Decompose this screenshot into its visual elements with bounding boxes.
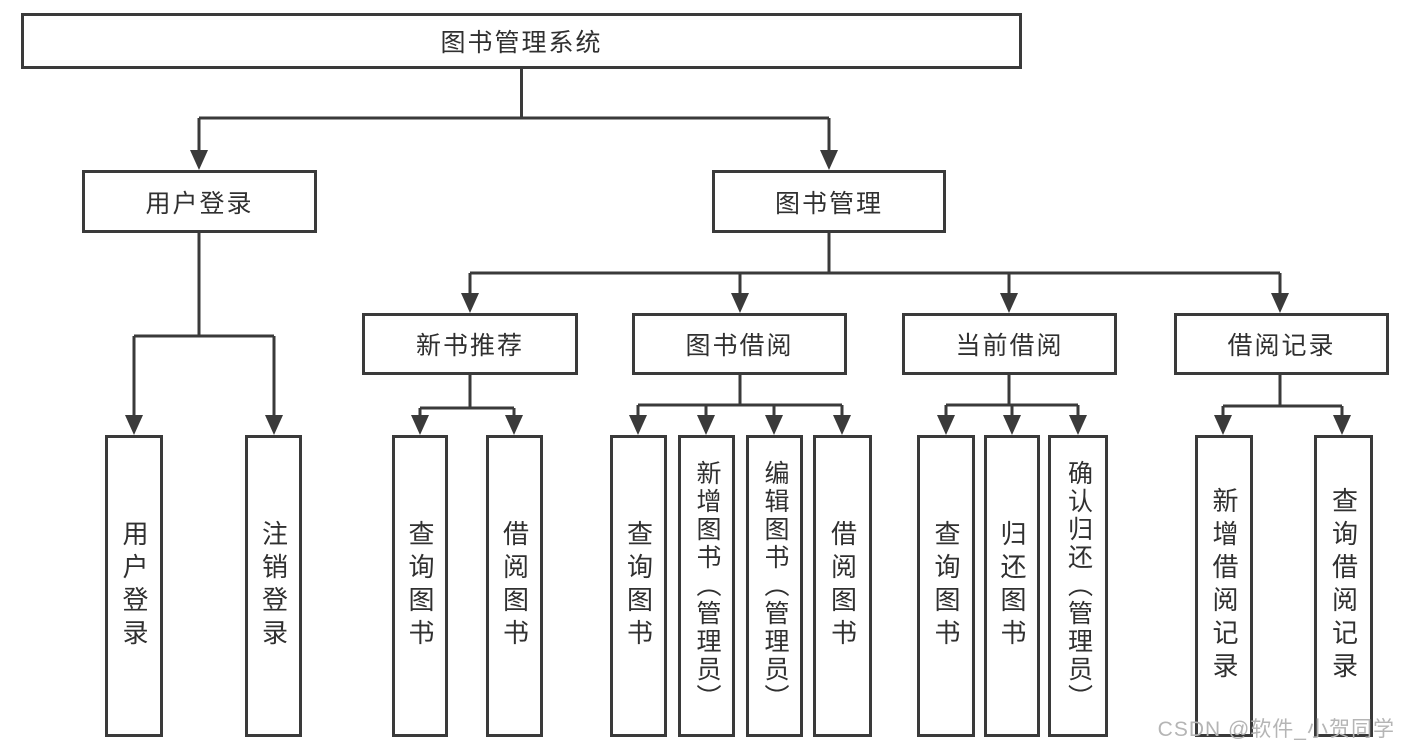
node-label: 新增图书（管理员） — [693, 460, 721, 712]
node-label: 用户登录 — [145, 189, 254, 218]
node-label: 借阅图书 — [499, 520, 530, 652]
node-label: 借阅记录 — [1227, 332, 1336, 360]
leaf-return-book: 归还图书 — [984, 435, 1040, 737]
leaf-borrow-query-book: 查询图书 — [610, 435, 667, 737]
node-label: 查询图书 — [623, 520, 654, 652]
node-label: 新增借阅记录 — [1209, 487, 1239, 685]
node-label: 查询图书 — [405, 520, 435, 652]
node-book-borrow: 图书借阅 — [632, 313, 847, 375]
node-book-management: 图书管理 — [712, 170, 946, 233]
node-current-borrow: 当前借阅 — [902, 313, 1117, 375]
node-label: 当前借阅 — [955, 332, 1064, 360]
leaf-user-login: 用户登录 — [105, 435, 163, 737]
csdn-watermark: CSDN @软件_小贺同学 — [1157, 718, 1395, 741]
node-label: 归还图书 — [997, 520, 1027, 652]
leaf-current-query-book: 查询图书 — [917, 435, 975, 737]
leaf-recommend-query-book: 查询图书 — [392, 435, 448, 737]
node-label: 图书管理 — [774, 189, 883, 218]
node-borrow-record: 借阅记录 — [1174, 313, 1389, 375]
node-label: 图书管理系统 — [440, 29, 603, 57]
leaf-query-borrow-record: 查询借阅记录 — [1314, 435, 1373, 737]
leaf-logout-login: 注销登录 — [245, 435, 302, 737]
leaf-borrow-book: 借阅图书 — [813, 435, 872, 737]
node-label: 借阅图书 — [827, 520, 858, 652]
node-label: 查询图书 — [931, 520, 961, 652]
node-new-book-recommend: 新书推荐 — [362, 313, 578, 375]
leaf-add-borrow-record: 新增借阅记录 — [1195, 435, 1253, 737]
node-user-login: 用户登录 — [82, 170, 317, 233]
node-label: 注销登录 — [258, 520, 289, 652]
node-label: 用户登录 — [119, 520, 149, 652]
node-label: 确认归还（管理员） — [1064, 460, 1093, 712]
node-label: 图书借阅 — [685, 332, 794, 360]
node-label: 查询借阅记录 — [1328, 487, 1359, 685]
node-label: 编辑图书（管理员） — [761, 460, 789, 712]
node-library-management-system: 图书管理系统 — [21, 13, 1022, 69]
leaf-add-book-admin: 新增图书（管理员） — [678, 435, 735, 737]
leaf-edit-book-admin: 编辑图书（管理员） — [746, 435, 803, 737]
leaf-confirm-return-admin: 确认归还（管理员） — [1048, 435, 1108, 737]
leaf-recommend-borrow-book: 借阅图书 — [486, 435, 543, 737]
node-label: 新书推荐 — [415, 332, 524, 360]
